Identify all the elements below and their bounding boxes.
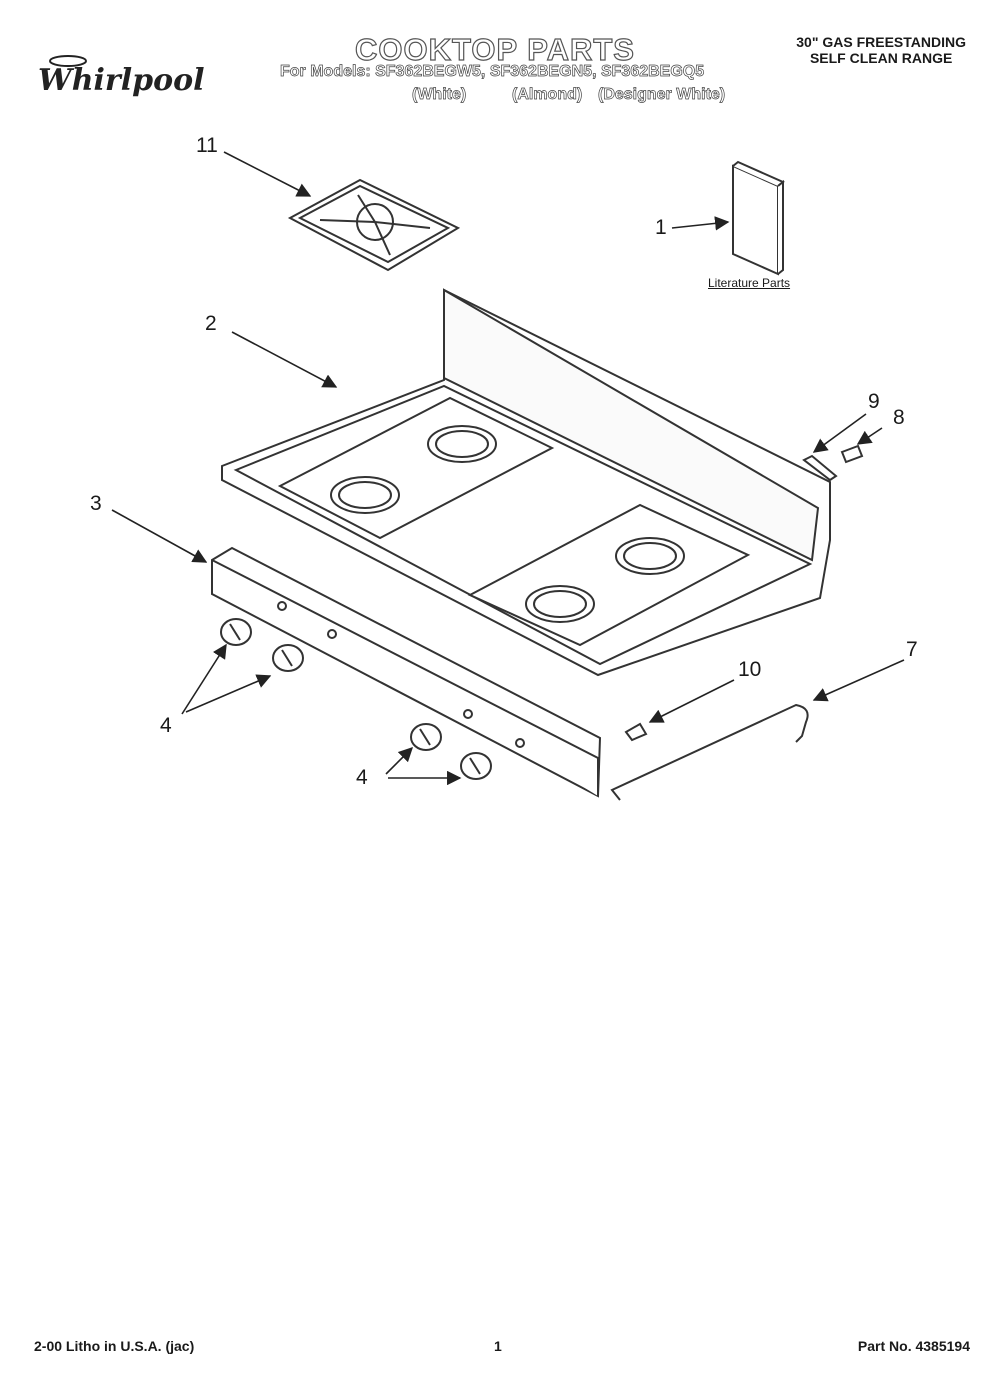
- control-panel: [211, 546, 602, 798]
- rod: [610, 703, 809, 801]
- literature-parts-label: Literature Parts: [708, 276, 791, 290]
- part-number: Part No. 4385194: [857, 1338, 970, 1354]
- callout-9: 9: [868, 390, 880, 413]
- cooktop-surface: [221, 288, 831, 677]
- litho-note: 2-00 Litho in U.S.A. (jac): [34, 1338, 195, 1354]
- control-knobs: [220, 618, 492, 780]
- callout-1: 1: [655, 216, 667, 239]
- callout-4b: 4: [356, 766, 368, 789]
- variant-designer-white: (Designer White): [598, 86, 726, 104]
- range-line-2: SELF CLEAN RANGE: [809, 50, 953, 66]
- callout-10: 10: [738, 658, 762, 681]
- variant-white: (White): [412, 86, 467, 104]
- variant-almond: (Almond): [512, 86, 583, 104]
- burner-grate: [287, 178, 461, 272]
- brand-wordmark: Whirlpool: [38, 63, 205, 98]
- callout-8: 8: [893, 406, 905, 429]
- whirlpool-logo: Whirlpool: [36, 52, 206, 102]
- leader-arrows: [111, 151, 905, 786]
- literature-book: [732, 160, 785, 276]
- range-line-1: 30" GAS FREESTANDING: [796, 34, 966, 50]
- models-line: For Models: SF362BEGW5, SF362BEGN5, SF36…: [280, 63, 705, 81]
- callout-2: 2: [205, 312, 217, 335]
- bracket-and-screw: [802, 444, 864, 482]
- page-number: 1: [494, 1338, 502, 1354]
- range-type: 30" GAS FREESTANDING SELF CLEAN RANGE: [796, 34, 966, 66]
- screw: [624, 722, 648, 742]
- callout-3: 3: [90, 492, 102, 515]
- page-title: COOKTOP PARTS: [354, 31, 635, 67]
- callout-4a: 4: [160, 714, 172, 737]
- callout-7: 7: [906, 638, 918, 661]
- callout-11: 11: [196, 134, 218, 157]
